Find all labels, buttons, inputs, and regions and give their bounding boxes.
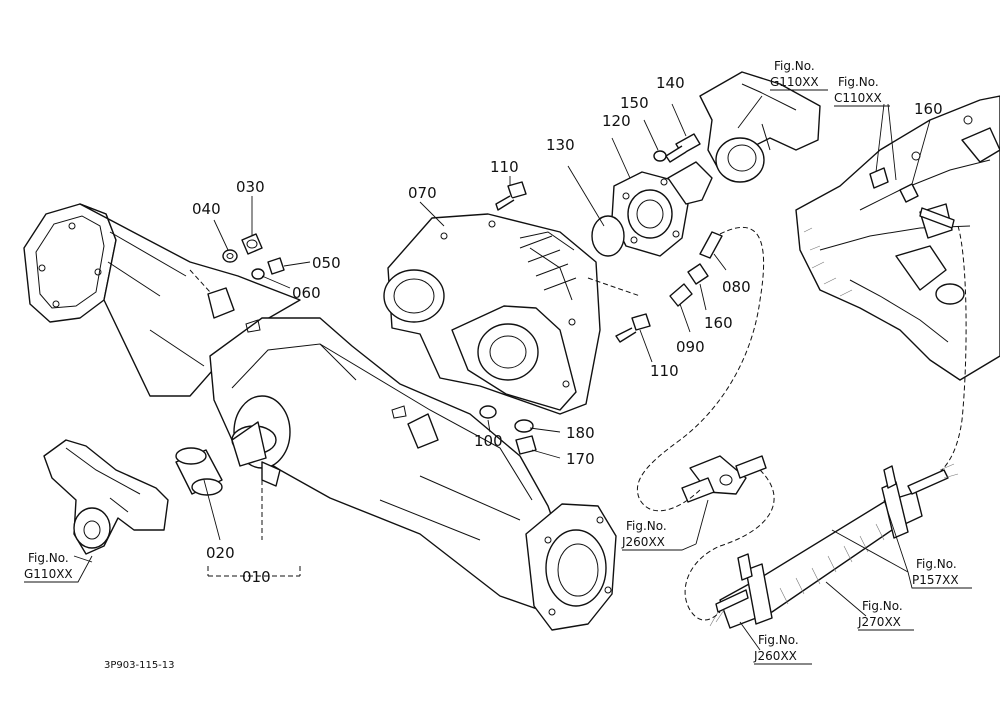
- figure-references: Fig.No. G110XX Fig.No. C110XX Fig.No. G1…: [24, 59, 972, 665]
- figref-c110-code: C110XX: [834, 91, 882, 105]
- front-bracket-left: [43, 439, 169, 555]
- plug-100: [479, 405, 497, 419]
- bolt-110-top: [495, 181, 527, 211]
- figref-j260-mid-label: Fig.No.: [626, 519, 667, 533]
- flange-120: [611, 161, 713, 257]
- figref-j260-mid-code: J260XX: [621, 535, 665, 549]
- figref-g110-left-label: Fig.No.: [28, 551, 69, 565]
- bolt-140: [665, 133, 701, 163]
- figref-c110-label: Fig.No.: [838, 75, 879, 89]
- gear-case-070: [383, 213, 601, 415]
- fitting-160: [687, 263, 709, 285]
- leader-lines: [73, 95, 931, 651]
- axle-housing: [23, 203, 617, 631]
- pipe-080: [699, 231, 723, 259]
- nut-050: [267, 257, 285, 275]
- figref-g110-top-label: Fig.No.: [774, 59, 815, 73]
- washer-040: [222, 249, 238, 263]
- callout-010: 010: [242, 568, 271, 586]
- callout-120: 120: [602, 112, 631, 130]
- tractor-frame: [795, 95, 1000, 381]
- figref-p157-code: P157XX: [912, 573, 959, 587]
- tie-rod-end: [681, 455, 767, 503]
- figref-j270-label: Fig.No.: [862, 599, 903, 613]
- plug-170: [515, 435, 537, 455]
- bolt-110-bottom: [615, 313, 651, 343]
- callout-040: 040: [192, 200, 221, 218]
- washer-150: [653, 150, 667, 162]
- figref-g110-left-code: G110XX: [24, 567, 73, 581]
- callout-160-right: 160: [914, 100, 943, 118]
- callout-140: 140: [656, 74, 685, 92]
- callout-090: 090: [676, 338, 705, 356]
- callout-150: 150: [620, 94, 649, 112]
- callout-110-bottom: 110: [650, 362, 679, 380]
- figref-j260-bot-code: J260XX: [753, 649, 797, 663]
- figref-j270-code: J270XX: [857, 615, 901, 629]
- callout-070: 070: [408, 184, 437, 202]
- callout-170: 170: [566, 450, 595, 468]
- o-ring-130: [591, 215, 625, 257]
- front-bracket-top: [699, 71, 821, 183]
- callout-130: 130: [546, 136, 575, 154]
- figref-g110-top-code: G110XX: [770, 75, 819, 89]
- callout-180: 180: [566, 424, 595, 442]
- callouts: 030 040 050 060 070 110 130 120 150 140 …: [192, 74, 943, 586]
- bushing-020: [175, 447, 223, 496]
- nut-030: [241, 233, 263, 255]
- callout-080: 080: [722, 278, 751, 296]
- callout-100: 100: [474, 432, 503, 450]
- callout-060: 060: [292, 284, 321, 302]
- callout-030: 030: [236, 178, 265, 196]
- seal-180: [514, 419, 534, 433]
- figref-j260-bot-label: Fig.No.: [758, 633, 799, 647]
- callout-160-left: 160: [704, 314, 733, 332]
- figref-p157-label: Fig.No.: [916, 557, 957, 571]
- callout-050: 050: [312, 254, 341, 272]
- callout-110-top: 110: [490, 158, 519, 176]
- steering-cylinder: [709, 463, 959, 629]
- dashed-links: [189, 225, 967, 621]
- diagram-code: 3P903-115-13: [104, 660, 175, 671]
- washer-060: [251, 268, 265, 280]
- elbow-090: [669, 283, 693, 307]
- callout-020: 020: [206, 544, 235, 562]
